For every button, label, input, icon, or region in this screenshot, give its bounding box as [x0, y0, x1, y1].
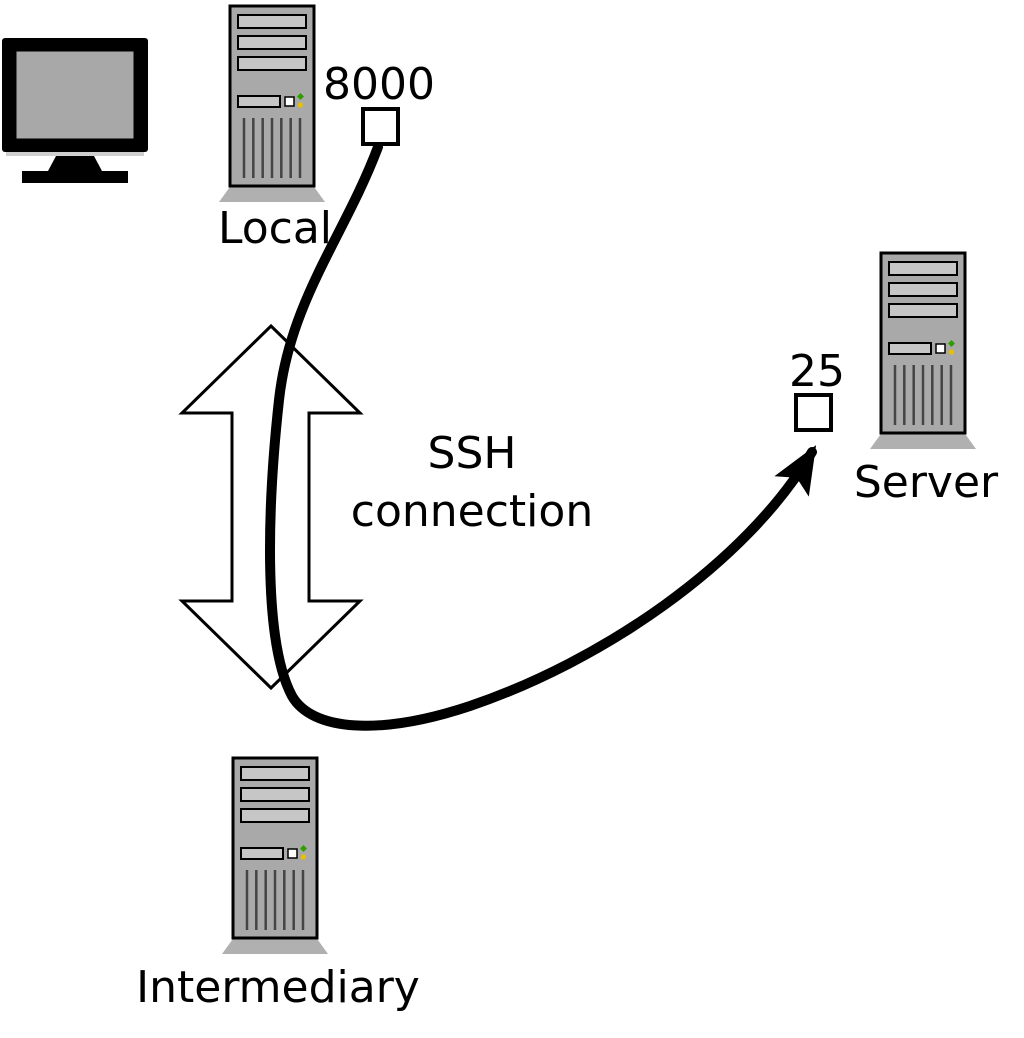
monitor-icon	[2, 38, 148, 183]
tunnel-cable	[265, 142, 817, 731]
server-label: Server	[854, 457, 999, 508]
monitor-screen	[13, 48, 137, 142]
intermediary-label: Intermediary	[136, 962, 420, 1013]
server-port-box	[794, 393, 833, 432]
monitor-chin-strip	[6, 152, 144, 156]
ssh-connection-label-line2: connection	[351, 486, 593, 537]
server-tower-icon	[868, 251, 978, 451]
local-port-box	[361, 107, 400, 146]
ssh-connection-label-line1: SSH	[428, 428, 517, 479]
local-tower-icon	[217, 4, 327, 204]
local-label: Local	[218, 203, 332, 254]
monitor-stand-base	[22, 171, 128, 183]
local-port-label: 8000	[323, 59, 435, 110]
monitor-stand-neck	[48, 156, 102, 171]
server-port-label: 25	[789, 346, 845, 397]
intermediary-tower-icon	[220, 756, 330, 956]
